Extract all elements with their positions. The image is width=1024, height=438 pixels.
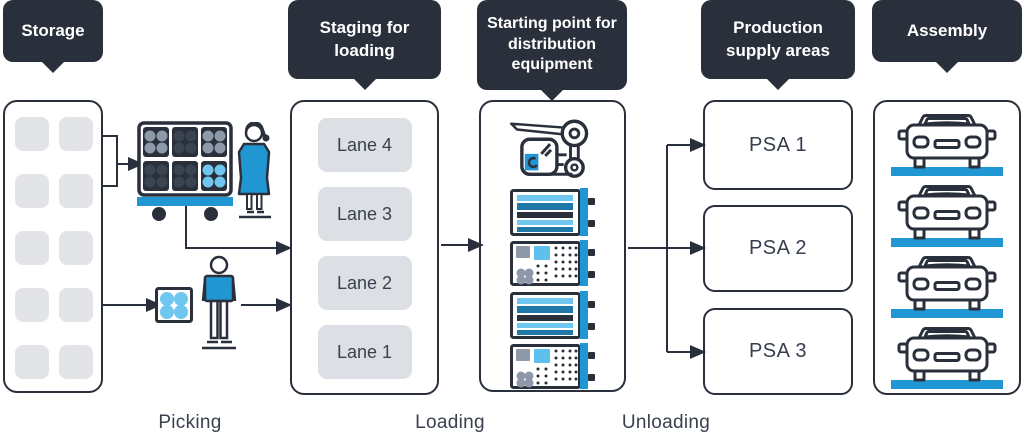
assembly-zone (873, 100, 1021, 395)
lane-1: Lane 1 (317, 325, 412, 379)
staging-zone: Lane 4 Lane 3 Lane 2 Lane 1 (290, 100, 439, 395)
storage-bin-grid (5, 102, 101, 391)
picking-trolley-icon (137, 121, 233, 221)
storage-bin (59, 174, 93, 208)
bin-cart-icon (509, 240, 595, 286)
car-assembly-icon (891, 114, 1003, 176)
tooltip-pointer (539, 88, 565, 101)
worker-shirt-icon (198, 255, 240, 352)
tooltip-assembly: Assembly (872, 0, 1022, 73)
small-parts-box-icon (155, 287, 193, 323)
storage-bin (15, 117, 49, 151)
storage-bin (15, 174, 49, 208)
storage-zone (3, 100, 103, 393)
stage-label-loading: Loading (415, 412, 485, 433)
bin-cart-icon (509, 343, 595, 389)
psa-3-label: PSA 3 (748, 340, 808, 362)
tooltip-psa-label: Production supply areas (726, 18, 830, 60)
tugger-train-icon (509, 119, 588, 178)
storage-bin (59, 288, 93, 322)
tooltip-pointer (351, 77, 378, 90)
psa-2-box: PSA 2 (703, 205, 853, 292)
stage-label-picking: Picking (158, 412, 222, 433)
tooltip-staging-label: Staging for loading (319, 18, 410, 60)
lane-3: Lane 3 (317, 187, 412, 241)
lane-list: Lane 4 Lane 3 Lane 2 Lane 1 (292, 102, 437, 393)
tooltip-pointer (40, 60, 66, 73)
car-assembly-icon (891, 185, 1003, 247)
storage-bin (15, 288, 49, 322)
storage-bin (15, 231, 49, 265)
lane-4: Lane 4 (317, 118, 412, 172)
stage-label-unloading: Unloading (621, 412, 711, 433)
car-assembly-icon (891, 256, 1003, 318)
tooltip-staging: Staging for loading (288, 0, 441, 90)
tooltip-pointer (934, 60, 960, 73)
shelf-cart-icon (509, 188, 595, 236)
distribution-zone (479, 100, 626, 392)
worker-coat-icon (236, 122, 274, 220)
psa-3-box: PSA 3 (703, 308, 853, 395)
tooltip-pointer (765, 77, 791, 90)
storage-bin (59, 117, 93, 151)
tooltip-storage: Storage (3, 0, 103, 73)
storage-bin (59, 345, 93, 379)
tooltip-distribution: Starting point for distribution equipmen… (477, 0, 627, 101)
tooltip-assembly-label: Assembly (906, 20, 988, 40)
car-assembly-icon (891, 327, 1003, 389)
storage-bin (59, 231, 93, 265)
psa-2-label: PSA 2 (748, 237, 808, 259)
tooltip-psa: Production supply areas (701, 0, 855, 90)
tooltip-distribution-label: Starting point for distribution equipmen… (487, 14, 617, 74)
lane-2: Lane 2 (317, 256, 412, 310)
psa-1-box: PSA 1 (703, 100, 853, 190)
tooltip-storage-label: Storage (21, 20, 85, 40)
shelf-cart-icon (509, 291, 595, 339)
psa-1-label: PSA 1 (748, 133, 808, 156)
storage-bin (15, 345, 49, 379)
